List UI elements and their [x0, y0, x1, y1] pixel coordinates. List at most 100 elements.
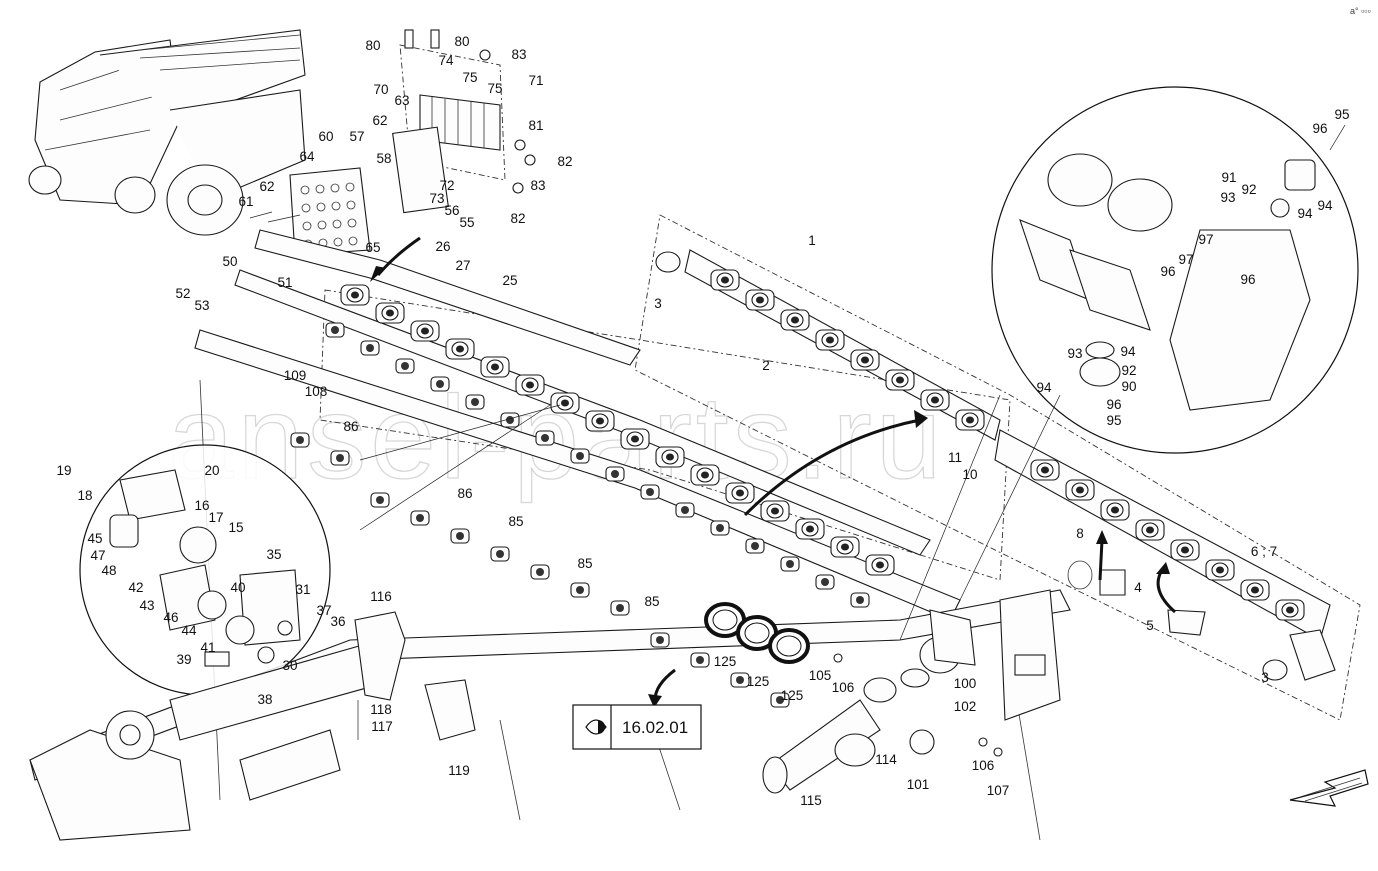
part-callout: 119 — [448, 763, 470, 778]
part-callout: 50 — [222, 254, 237, 269]
part-callout: 62 — [372, 113, 387, 128]
part-callout: 94 — [1317, 198, 1333, 213]
part-callout: 2 — [762, 358, 770, 373]
part-callout: 55 — [459, 215, 474, 230]
part-callout: 82 — [510, 211, 525, 226]
part-callout: 27 — [455, 258, 470, 273]
part-callout: 80 — [454, 34, 469, 49]
part-callout: 109 — [284, 368, 307, 383]
part-callout: 115 — [800, 793, 822, 808]
part-callout: 64 — [299, 149, 315, 164]
part-callout: 96 — [1160, 264, 1175, 279]
part-callout: 1 — [808, 233, 816, 248]
part-callout: 97 — [1198, 232, 1213, 247]
reference-box[interactable]: 16.02.01 — [572, 704, 702, 750]
part-callout: 92 — [1241, 182, 1256, 197]
reference-label: 16.02.01 — [622, 718, 688, 737]
part-callout: 114 — [875, 752, 897, 767]
part-callout: 108 — [305, 384, 328, 399]
part-callout: 60 — [318, 129, 333, 144]
part-callout: 5 — [1146, 618, 1154, 633]
part-callout: 30 — [282, 658, 297, 673]
part-callout: 71 — [528, 73, 543, 88]
view-eye-icon — [585, 719, 607, 735]
part-callout: 26 — [435, 239, 450, 254]
part-callout: 41 — [200, 640, 215, 655]
part-callout: 117 — [371, 719, 393, 734]
part-callout: 39 — [176, 652, 191, 667]
part-callout: 3 — [654, 296, 662, 311]
part-callout: 3 — [1261, 670, 1269, 685]
part-callout: 97 — [1178, 252, 1193, 267]
part-callout: 38 — [257, 692, 272, 707]
part-callout: 96 — [1312, 121, 1327, 136]
part-callout: 125 — [781, 688, 804, 703]
part-callout: 125 — [714, 654, 737, 669]
part-callout: 15 — [228, 520, 243, 535]
part-callout: 93 — [1220, 190, 1235, 205]
part-callout: 125 — [747, 674, 770, 689]
part-callout: 100 — [954, 676, 977, 691]
part-callout: 25 — [502, 273, 517, 288]
part-callout: 102 — [954, 699, 977, 714]
part-callout: 16 — [194, 498, 209, 513]
part-callout: 45 — [87, 531, 102, 546]
part-callout: 80 — [365, 38, 380, 53]
part-callout: 37 — [316, 603, 331, 618]
part-callout: 75 — [487, 81, 502, 96]
part-callout: 83 — [530, 178, 545, 193]
part-callout: 94 — [1297, 206, 1313, 221]
part-callout: 43 — [139, 598, 154, 613]
part-callout: 8 — [1076, 526, 1084, 541]
lower-frame — [29, 611, 476, 841]
part-callout: 53 — [194, 298, 209, 313]
part-callout: 116 — [370, 589, 392, 604]
upper-boom-outline — [634, 214, 1361, 721]
part-callout: 91 — [1221, 170, 1236, 185]
part-callout: 19 — [56, 463, 71, 478]
part-callout: 93 — [1067, 346, 1082, 361]
part-callout: 58 — [376, 151, 391, 166]
part-callout: 107 — [987, 783, 1010, 798]
part-callout: 18 — [77, 488, 92, 503]
right-end-parts — [655, 251, 1336, 681]
part-callout: 96 — [1106, 397, 1121, 412]
part-callout: 11 — [948, 450, 962, 465]
part-callout: 72 — [439, 178, 454, 193]
part-callout: 81 — [528, 118, 543, 133]
part-callout: 105 — [809, 668, 832, 683]
part-callout: 118 — [370, 702, 392, 717]
part-callout: 61 — [238, 194, 253, 209]
part-callout: 82 — [557, 154, 572, 169]
hose-assembly — [762, 609, 1003, 794]
part-callout: 46 — [163, 610, 178, 625]
part-callout: 52 — [175, 286, 190, 301]
part-callout: 51 — [277, 275, 292, 290]
part-callout: 101 — [907, 777, 930, 792]
part-callout: 35 — [266, 547, 281, 562]
part-callout: 96 — [1240, 272, 1255, 287]
part-callout: 90 — [1121, 379, 1136, 394]
part-callout: 95 — [1334, 107, 1349, 122]
part-callout: 6 ; 7 — [1251, 544, 1277, 559]
part-callout: 86 — [457, 486, 472, 501]
part-callout: 56 — [444, 203, 459, 218]
detail-circle-right — [991, 86, 1359, 454]
part-callout: 48 — [101, 563, 116, 578]
part-callout: 62 — [259, 179, 274, 194]
part-callout: 63 — [394, 93, 409, 108]
part-callout: 94 — [1036, 380, 1052, 395]
part-callout: 4 — [1134, 580, 1142, 595]
part-callout: 85 — [508, 514, 523, 529]
part-callout: 83 — [511, 47, 526, 62]
part-callout: 94 — [1120, 344, 1136, 359]
part-callout: 85 — [644, 594, 659, 609]
part-callout: 36 — [330, 614, 345, 629]
part-callout: 31 — [295, 582, 310, 597]
part-callout: 20 — [204, 463, 219, 478]
part-callout: 95 — [1106, 413, 1121, 428]
direction-arrow-icon — [1289, 769, 1369, 807]
flow-arrows — [359, 236, 1176, 708]
detail-circle-left — [79, 444, 331, 696]
